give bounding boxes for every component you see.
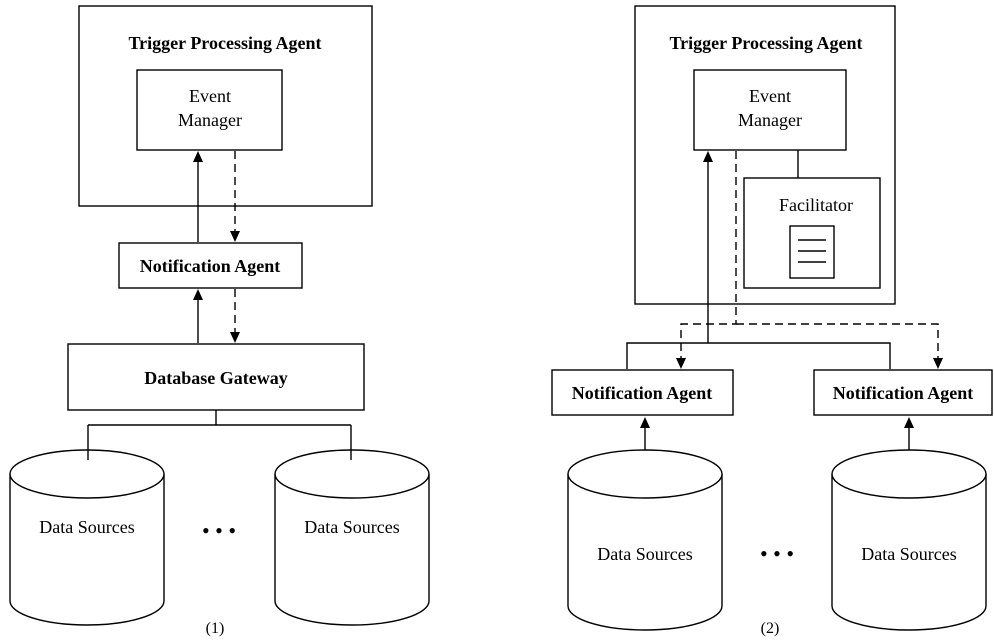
caption-2: (2) — [761, 620, 780, 637]
diagram-2: Trigger Processing Agent Event Manager F… — [551, 5, 993, 637]
up-arrowhead — [193, 151, 203, 162]
dashed-arrowhead-right — [933, 358, 943, 369]
trigger-processing-agent-title-2: Trigger Processing Agent — [670, 33, 863, 53]
ellipsis-dots: • • • — [202, 518, 236, 543]
dashed-line-to-left-agent — [680, 151, 737, 358]
diagram-1: Trigger Processing Agent Event Manager N… — [9, 5, 430, 637]
data-sources-label-left-2: Data Sources — [597, 544, 692, 564]
event-manager-label-line2: Manager — [178, 110, 242, 130]
document-icon — [789, 225, 835, 279]
database-gateway-label: Database Gateway — [144, 368, 287, 388]
event-manager-label-line1: Event — [189, 86, 231, 106]
trigger-processing-agent-title: Trigger Processing Agent — [129, 33, 322, 53]
notification-agent-label: Notification Agent — [140, 256, 280, 276]
event-manager-label-line2-2: Manager — [738, 110, 802, 130]
notification-agent-box-right — [813, 369, 993, 416]
facilitator-label: Facilitator — [779, 195, 853, 215]
data-sources-label-left: Data Sources — [39, 517, 134, 537]
notification-agent-box-left — [551, 369, 734, 416]
notification-agent-box — [118, 242, 303, 289]
event-manager-box — [136, 69, 283, 151]
event-manager-label-line1-2: Event — [749, 86, 791, 106]
data-source-cylinder-right: Data Sources — [274, 425, 430, 626]
dashed-arrowhead-left — [676, 358, 686, 369]
database-gateway-box — [67, 343, 365, 411]
agents-bus-line — [626, 342, 891, 369]
data-source-cylinder-right-2: Data Sources — [831, 449, 987, 631]
notification-agent-label-right: Notification Agent — [833, 383, 973, 403]
down-arrowhead — [230, 231, 240, 242]
up-arrowhead-2 — [193, 289, 203, 300]
notification-agent-label-left: Notification Agent — [572, 383, 712, 403]
event-manager-box-2 — [693, 69, 847, 151]
data-sources-label-right: Data Sources — [304, 517, 399, 537]
caption-1: (1) — [206, 620, 225, 637]
data-sources-label-right-2: Data Sources — [861, 544, 956, 564]
data-source-cylinder-left-2: Data Sources — [567, 449, 723, 631]
dashed-line-to-right-agent — [736, 323, 939, 358]
ellipsis-dots-2: • • • — [760, 541, 794, 566]
down-arrowhead-2 — [230, 332, 240, 343]
data-source-cylinder-left: Data Sources — [9, 425, 165, 626]
up-arrowhead-d2 — [703, 151, 713, 162]
